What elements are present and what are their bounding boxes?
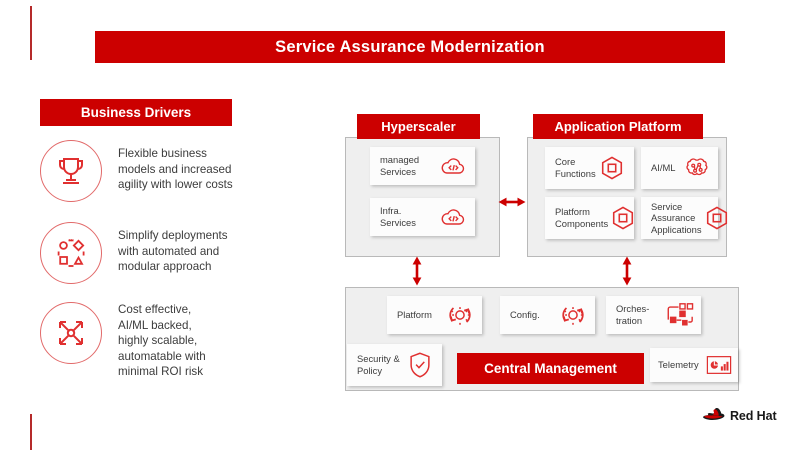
left-accent-rule-top: [30, 6, 32, 60]
tile-label: Orches- tration: [616, 303, 650, 326]
central-management-bar: Central Management: [457, 353, 644, 384]
tile-label: AI/ML: [651, 162, 676, 174]
trophy-icon: [40, 140, 102, 202]
arrow-hyperscaler-to-central-management: [410, 256, 424, 291]
page-title: Service Assurance Modernization: [275, 37, 545, 56]
gear-refresh-icon: [558, 300, 588, 330]
hexagon-module-icon: [597, 153, 627, 183]
tile-config[interactable]: Config.: [500, 296, 595, 334]
gear-refresh-icon: [445, 300, 475, 330]
hexagon-module-icon: [608, 203, 638, 233]
business-drivers-heading: Business Drivers: [80, 105, 192, 120]
tile-infra-services[interactable]: Infra. Services: [370, 198, 475, 236]
tile-service-assurance-applications[interactable]: Service Assurance Applications: [641, 197, 727, 239]
application-platform-heading-banner: Application Platform: [533, 114, 703, 139]
business-driver-item: Simplify deployments with automated and …: [40, 222, 228, 284]
business-drivers-heading-banner: Business Drivers: [40, 99, 232, 126]
red-hat-logo: Red Hat: [700, 404, 777, 427]
tile-label: Platform: [397, 309, 432, 321]
shield-check-icon: [405, 350, 435, 380]
hexagon-module-icon: [702, 203, 732, 233]
tile-label: Telemetry: [658, 359, 699, 371]
red-hat-fedora-icon: [700, 404, 726, 427]
orchestration-nodes-icon: [664, 300, 694, 330]
application-platform-heading: Application Platform: [554, 119, 682, 134]
telemetry-chart-icon: [706, 354, 732, 376]
hyperscaler-heading-banner: Hyperscaler: [357, 114, 480, 139]
slide-title-banner: Service Assurance Modernization: [95, 31, 725, 63]
tile-telemetry[interactable]: Telemetry: [650, 348, 738, 382]
tile-label: Infra. Services: [380, 205, 416, 228]
tile-ai-ml[interactable]: AI/ML: [641, 147, 718, 189]
tile-security-and-policy[interactable]: Security & Policy: [347, 344, 442, 386]
business-driver-text: Flexible business models and increased a…: [118, 147, 233, 191]
business-driver-item: Flexible business models and increased a…: [40, 140, 233, 202]
tile-core-functions[interactable]: Core Functions: [545, 147, 634, 189]
modular-shapes-icon: [40, 222, 102, 284]
central-management-label: Central Management: [484, 361, 617, 376]
red-hat-wordmark: Red Hat: [730, 408, 777, 423]
tile-label: Service Assurance Applications: [651, 200, 702, 235]
tile-platform[interactable]: Platform: [387, 296, 482, 334]
tile-label: Config.: [510, 309, 540, 321]
brain-circuit-icon: [681, 153, 711, 183]
business-driver-item: Cost effective, AI/ML backed, highly sca…: [40, 302, 206, 380]
tile-orchestration[interactable]: Orches- tration: [606, 296, 701, 334]
hyperscaler-heading: Hyperscaler: [381, 119, 456, 134]
tile-label: Platform Components: [555, 206, 609, 229]
cloud-code-icon: [438, 151, 468, 181]
tile-label: managed Services: [380, 154, 420, 177]
arrow-application-platform-to-central-management: [620, 256, 634, 291]
tile-label: Security & Policy: [357, 353, 400, 376]
business-driver-text: Simplify deployments with automated and …: [118, 229, 228, 273]
tile-managed-services[interactable]: managed Services: [370, 147, 475, 185]
cloud-code-icon: [438, 202, 468, 232]
tile-platform-components[interactable]: Platform Components: [545, 197, 634, 239]
four-way-expand-arrows-icon: [40, 302, 102, 364]
tile-label: Core Functions: [555, 156, 596, 179]
business-driver-text: Cost effective, AI/ML backed, highly sca…: [118, 303, 206, 378]
left-accent-rule-bottom: [30, 414, 32, 450]
arrow-hyperscaler-to-application-platform: [498, 195, 526, 214]
